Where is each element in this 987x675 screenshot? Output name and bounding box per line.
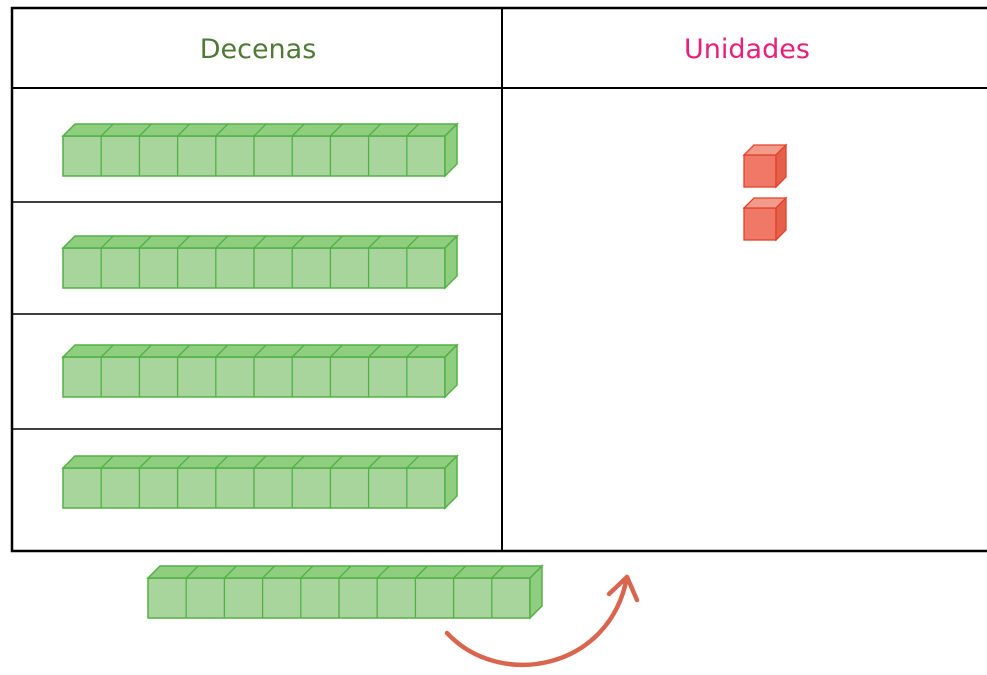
cube-edge [138, 455, 152, 469]
cube-edge [329, 123, 343, 137]
header-decenas: Decenas [200, 34, 317, 65]
cube-edge [177, 123, 191, 137]
arrow-head [606, 574, 640, 603]
ten-rod [146, 564, 544, 620]
cube-edge [177, 455, 191, 469]
unit-front-face [743, 207, 777, 241]
cube-edge [262, 565, 276, 579]
cube-edge [329, 235, 343, 249]
cube-edge [291, 235, 305, 249]
cube-edge [453, 565, 467, 579]
cube-edge [406, 235, 420, 249]
cube-edge [253, 344, 267, 358]
unit-side-face [775, 143, 787, 189]
cube-edge [406, 344, 420, 358]
cube-edge [368, 123, 382, 137]
place-value-table [10, 6, 987, 553]
cube-edge [291, 344, 305, 358]
unit-cube [742, 143, 788, 189]
unit-side-face [775, 196, 787, 242]
rod-side-face [444, 343, 458, 399]
cube-edge [329, 455, 343, 469]
ten-rod [61, 234, 459, 290]
cube-edge [300, 565, 314, 579]
ten-rod [61, 343, 459, 399]
rod-side-face [444, 122, 458, 178]
cube-edge [291, 455, 305, 469]
ten-rods [61, 122, 544, 620]
cube-edge [414, 565, 428, 579]
cube-edge [368, 344, 382, 358]
cube-edge [223, 565, 237, 579]
cube-edge [138, 344, 152, 358]
cube-edge [215, 455, 229, 469]
cube-edge [329, 344, 343, 358]
rod-side-face [444, 234, 458, 290]
move-arrow [444, 574, 640, 668]
cube-edge [253, 455, 267, 469]
cube-edge [100, 455, 114, 469]
cube-edge [215, 344, 229, 358]
header-unidades: Unidades [684, 34, 810, 65]
cube-edge [138, 235, 152, 249]
cube-edge [376, 565, 390, 579]
cube-edge [368, 235, 382, 249]
ten-rod [61, 122, 459, 178]
unit-cubes [742, 143, 788, 242]
cube-edge [100, 235, 114, 249]
cube-edge [138, 123, 152, 137]
cube-edge [185, 565, 199, 579]
table-border [10, 6, 987, 553]
cube-edge [177, 235, 191, 249]
cube-edge [253, 123, 267, 137]
rod-side-face [529, 564, 543, 620]
cube-edge [100, 123, 114, 137]
arrow-curve [444, 574, 630, 668]
cube-edge [406, 455, 420, 469]
unit-front-face [743, 154, 777, 188]
cube-edge [215, 123, 229, 137]
unit-cube [742, 196, 788, 242]
cube-edge [253, 235, 267, 249]
cube-edge [338, 565, 352, 579]
cube-edge [100, 344, 114, 358]
cube-edge [215, 235, 229, 249]
cube-edge [406, 123, 420, 137]
cube-edge [368, 455, 382, 469]
cube-edge [491, 565, 505, 579]
ten-rod [61, 454, 459, 510]
cube-edge [177, 344, 191, 358]
rod-side-face [444, 454, 458, 510]
cube-edge [291, 123, 305, 137]
